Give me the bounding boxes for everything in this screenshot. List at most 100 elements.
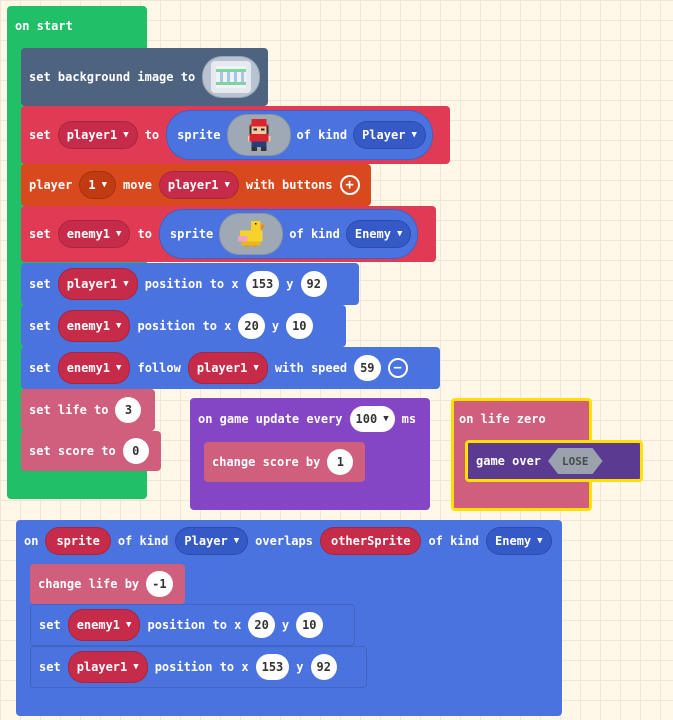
- chevron-down-icon: ▼: [116, 363, 122, 373]
- game-over-block[interactable]: game over LOSE: [465, 440, 643, 482]
- x-value-input[interactable]: 153: [245, 271, 280, 297]
- player1-variable-dropdown[interactable]: player1▼: [57, 268, 138, 300]
- of-kind-label: of kind: [117, 534, 169, 548]
- variable-name: enemy1: [66, 319, 111, 333]
- chevron-down-icon: ▼: [101, 180, 108, 190]
- enemy1-variable-dropdown[interactable]: enemy1▼: [57, 220, 131, 248]
- collapse-minus-icon[interactable]: −: [387, 358, 408, 378]
- set-label: set: [29, 277, 51, 291]
- of-kind-label: of kind: [296, 128, 348, 142]
- variable-name: player1: [76, 660, 128, 674]
- life-zero-header: on life zero: [453, 400, 590, 438]
- other-sprite-param[interactable]: otherSprite: [319, 527, 422, 555]
- create-sprite-reporter[interactable]: sprite of kind: [166, 110, 433, 160]
- set-label: set: [29, 227, 51, 241]
- with-speed-label: with speed: [274, 361, 348, 375]
- set-label: set: [29, 128, 51, 142]
- x-value-input[interactable]: 20: [248, 612, 275, 638]
- position-to-x-label: position to x: [147, 618, 242, 632]
- move-label: move: [123, 178, 152, 192]
- player-number-dropdown[interactable]: 1▼: [79, 171, 117, 199]
- expand-plus-icon[interactable]: +: [339, 175, 360, 195]
- chevron-down-icon: ▼: [133, 662, 139, 672]
- background-image-picker[interactable]: [202, 56, 260, 98]
- enemy1-variable-dropdown[interactable]: enemy1 ▼: [57, 352, 131, 384]
- life-zero-label: on life zero: [459, 412, 546, 426]
- y-value-input[interactable]: 92: [300, 271, 327, 297]
- variable-name: player1: [66, 277, 118, 291]
- set-enemy-sprite-block[interactable]: set enemy1▼ to sprite of kind Enemy▼: [21, 206, 436, 262]
- set-player-sprite-block[interactable]: set player1▼ to sprite: [21, 106, 450, 164]
- player1-target-dropdown[interactable]: player1▼: [187, 352, 268, 384]
- interval-dropdown[interactable]: 100▼: [349, 406, 395, 432]
- set-life-block[interactable]: set life to 3: [21, 389, 155, 431]
- score-value-input[interactable]: 0: [122, 438, 149, 464]
- sprite-param[interactable]: sprite: [45, 527, 111, 555]
- chevron-down-icon: ▼: [116, 321, 122, 331]
- x-value-input[interactable]: 153: [255, 654, 290, 680]
- player1-variable-dropdown[interactable]: player1▼: [158, 171, 239, 199]
- position-to-x-label: position to x: [154, 660, 249, 674]
- sprite-follow-block[interactable]: set enemy1 ▼ follow player1▼ with speed 5…: [21, 347, 440, 389]
- change-life-value-input[interactable]: -1: [146, 571, 173, 597]
- y-value-input[interactable]: 92: [310, 654, 337, 680]
- player-kind-dropdown[interactable]: Player▼: [175, 527, 249, 555]
- set-label: set: [29, 361, 51, 375]
- chevron-down-icon: ▼: [116, 229, 122, 239]
- enemy1-variable-dropdown[interactable]: enemy1 ▼: [57, 310, 131, 342]
- speed-value-input[interactable]: 59: [354, 355, 381, 381]
- set-label: set: [29, 319, 51, 333]
- enemy1-variable-dropdown[interactable]: enemy1▼: [67, 609, 141, 641]
- game-update-header: on game update every 100▼ ms: [190, 398, 430, 440]
- life-value-input[interactable]: 3: [115, 397, 142, 423]
- game-over-label: game over: [476, 454, 542, 468]
- variable-name: player1: [66, 128, 118, 142]
- player-label: player: [29, 178, 73, 192]
- variable-name: player1: [167, 178, 219, 192]
- player-sprite-picker[interactable]: [226, 114, 291, 156]
- change-life-block[interactable]: change life by -1: [30, 564, 185, 604]
- player1-variable-dropdown[interactable]: player1 ▼: [67, 651, 148, 683]
- set-life-label: set life to: [29, 403, 109, 417]
- background-tile-icon: [211, 61, 252, 93]
- on-label: on: [24, 534, 39, 548]
- set-score-block[interactable]: set score to 0: [21, 431, 161, 471]
- follow-label: follow: [137, 361, 181, 375]
- y-value-input[interactable]: 10: [286, 313, 313, 339]
- chevron-down-icon: ▼: [411, 130, 417, 140]
- enemy-sprite-picker[interactable]: [219, 213, 284, 255]
- overlap-set-player-position-block[interactable]: set player1▼ position to x 153 y 92: [30, 646, 367, 688]
- lose-result-dropdown[interactable]: LOSE: [548, 448, 603, 474]
- to-label: to: [144, 128, 160, 142]
- set-background-block[interactable]: set background image to: [21, 48, 268, 106]
- set-label: set: [39, 618, 61, 632]
- x-value-input[interactable]: 20: [238, 313, 265, 339]
- position-to-x-label: position to x: [137, 319, 232, 333]
- game-update-label: on game update every: [198, 412, 343, 426]
- variable-name: enemy1: [76, 618, 121, 632]
- red-cap-sprite-icon: [247, 119, 270, 151]
- change-score-value-input[interactable]: 1: [327, 449, 354, 475]
- player-kind-dropdown[interactable]: Player▼: [353, 121, 426, 149]
- change-score-block[interactable]: change score by 1: [204, 442, 365, 482]
- ms-label: ms: [401, 412, 417, 426]
- y-value-input[interactable]: 10: [296, 612, 323, 638]
- set-player-position-block[interactable]: set player1▼ position to x 153 y 92: [21, 263, 359, 305]
- player1-variable-dropdown[interactable]: player1▼: [57, 121, 138, 149]
- y-label: y: [286, 277, 294, 291]
- param-name: sprite: [56, 534, 100, 548]
- create-sprite-reporter[interactable]: sprite of kind Enemy▼: [158, 209, 419, 259]
- variable-name: enemy1: [66, 361, 111, 375]
- param-name: otherSprite: [330, 534, 411, 548]
- enemy-kind-dropdown[interactable]: Enemy▼: [486, 527, 552, 555]
- on-start-label: on start: [15, 19, 73, 33]
- to-label: to: [137, 227, 152, 241]
- of-kind-label: of kind: [428, 534, 480, 548]
- of-kind-label: of kind: [289, 227, 340, 241]
- kind-name: Enemy: [354, 227, 391, 241]
- overlap-set-enemy-position-block[interactable]: set enemy1▼ position to x 20 y 10: [30, 604, 355, 646]
- set-enemy-position-block[interactable]: set enemy1▼ position to x 20 y 10: [21, 305, 346, 347]
- controller-move-block[interactable]: player 1▼ move player1▼ with buttons +: [21, 164, 371, 206]
- enemy-kind-dropdown[interactable]: Enemy▼: [345, 220, 412, 248]
- with-buttons-label: with buttons: [245, 178, 333, 192]
